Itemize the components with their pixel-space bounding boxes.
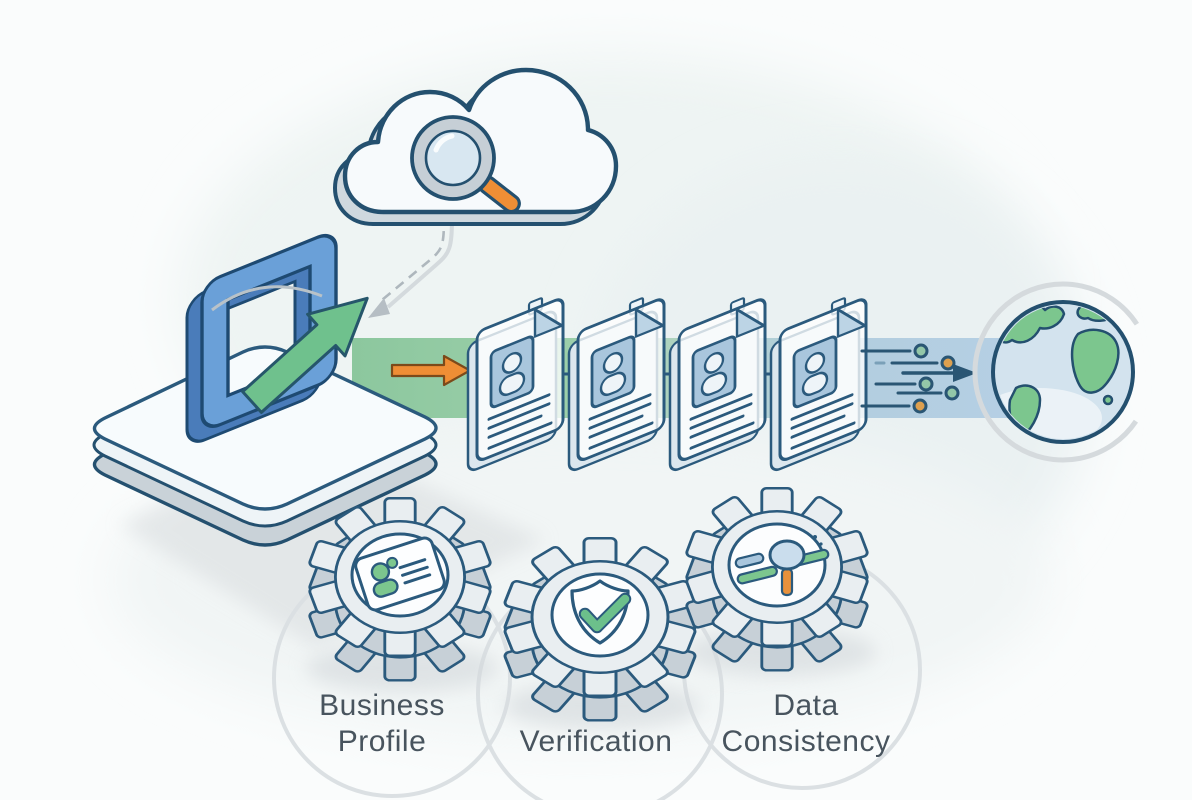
frame-inner-arc [211, 285, 323, 312]
caption-line: Profile [337, 725, 427, 758]
export-frame-icon [185, 233, 369, 443]
caption-business-profile: Business Profile [252, 688, 512, 760]
cloud-search [332, 67, 619, 226]
shield-check-icon [570, 579, 632, 645]
data-dot-orange [912, 398, 928, 414]
search-magnifier-icon [410, 115, 521, 214]
caption-line: Consistency [721, 725, 891, 758]
caption-line: Verification [519, 725, 673, 758]
id-card-icon [354, 536, 446, 612]
gear-data-consistency [684, 486, 870, 672]
caption-line: Data [773, 689, 839, 722]
platform [92, 345, 545, 648]
caption-data-consistency: Data Consistency [676, 688, 936, 760]
profile-documents [466, 287, 868, 475]
data-dot-green [918, 376, 934, 392]
chart-search-icon [734, 535, 830, 597]
data-dot-green [944, 385, 960, 401]
caption-line: Business [319, 689, 445, 722]
export-arrow-icon [241, 296, 369, 414]
platform-top-face [92, 345, 438, 511]
data-dot-green [913, 343, 929, 359]
orange-arrow-icon [390, 354, 472, 387]
connector-arrowhead-icon [368, 298, 390, 318]
gear-business-profile [307, 496, 493, 682]
globe-ring [972, 281, 1154, 463]
data-stream [860, 343, 977, 414]
stream-arrowhead-icon [953, 364, 977, 382]
gear-verification [502, 536, 698, 722]
caption-verification: Verification [466, 724, 726, 760]
data-dot-orange [940, 355, 956, 371]
